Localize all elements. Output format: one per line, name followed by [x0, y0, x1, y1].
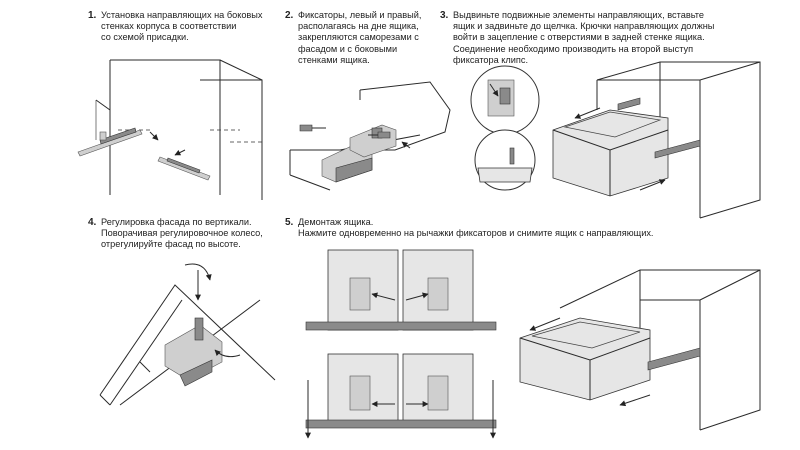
- fixator-mount-icon: [289, 81, 451, 191]
- step-2-number: 2.: [285, 10, 294, 21]
- step-1-text: Установка направляющих на боковых стенка…: [101, 10, 263, 43]
- step-5-number: 5.: [285, 217, 294, 228]
- step-4-number: 4.: [88, 217, 97, 228]
- step-3-text: Выдвиньте подвижные элементы направляющи…: [453, 10, 715, 65]
- step-2-text: Фиксаторы, левый и правый, располагаясь …: [298, 10, 422, 65]
- step-5-text: Демонтаж ящика. Нажмите одновременно на …: [298, 217, 654, 239]
- step-1-number: 1.: [88, 10, 97, 21]
- facade-adjust-icon: [99, 263, 276, 406]
- drawer-insert-icon: [470, 61, 761, 219]
- step-4-text: Регулировка фасада по вертикали. Поворач…: [101, 217, 263, 250]
- drawer-removal-icon: [305, 249, 761, 439]
- step-3-number: 3.: [440, 10, 449, 21]
- cabinet-rails-icon: [77, 59, 263, 200]
